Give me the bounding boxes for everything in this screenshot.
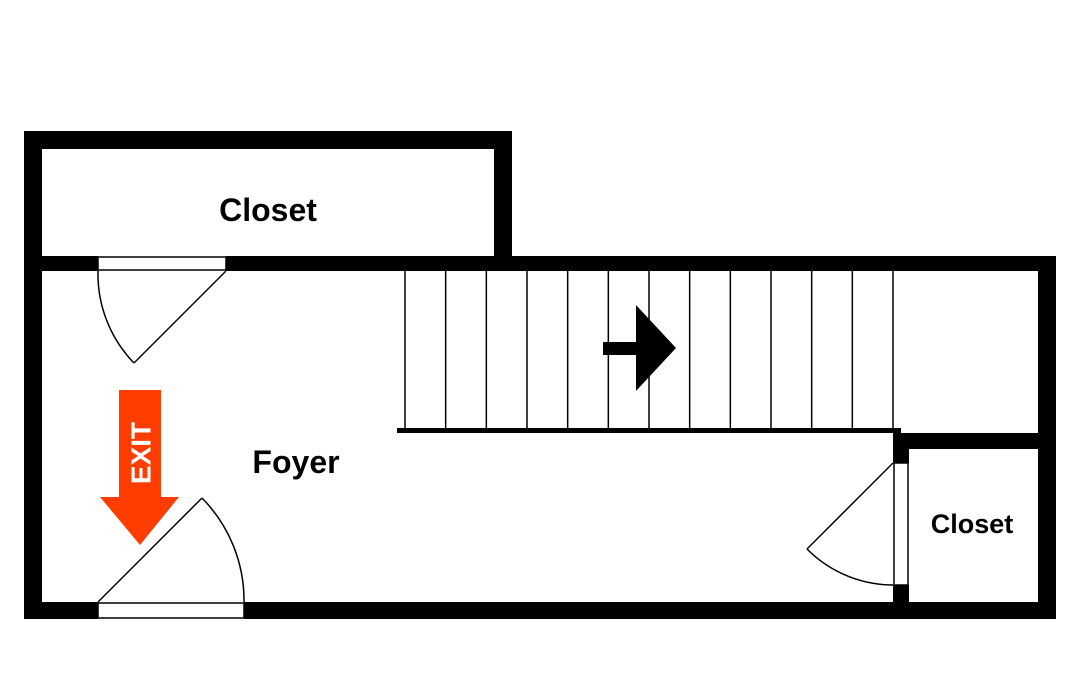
door-exit-arc <box>201 497 245 603</box>
exit-label: EXIT <box>126 422 157 484</box>
wall-right-closet-left-lower <box>893 585 909 619</box>
room-label-right-closet: Closet <box>931 509 1014 539</box>
stair-arrow-head <box>636 305 676 391</box>
door-top-closet-arc <box>97 270 135 364</box>
stair-arrow-shaft <box>603 342 639 355</box>
door-frame-top-closet <box>97 256 227 271</box>
door-top-closet-leaf <box>133 270 227 364</box>
walls <box>24 131 1056 619</box>
door-right-closet-arc <box>806 548 894 586</box>
stair-treads <box>404 271 894 430</box>
wall-right-closet-left-upper <box>893 433 909 463</box>
room-label-top-closet: Closet <box>219 192 317 228</box>
wall-right-closet-top <box>893 433 1056 449</box>
wall-left <box>24 131 42 619</box>
door-frames <box>97 256 909 619</box>
door-frame-right-closet <box>893 462 909 586</box>
exit-arrow-icon <box>100 390 179 545</box>
exit-sign: EXIT <box>100 390 179 545</box>
door-right-closet-leaf <box>806 462 894 550</box>
stair-direction-arrow <box>603 305 676 391</box>
stairs <box>397 271 901 433</box>
wall-top-closet-top <box>24 131 512 149</box>
wall-closet-divider-left <box>24 256 98 271</box>
wall-bottom-right <box>244 602 1056 619</box>
door-exit-leaf <box>97 497 203 603</box>
wall-bottom-left <box>24 602 98 619</box>
door-swings <box>97 270 894 603</box>
door-frame-exit <box>97 602 245 619</box>
stair-base-line <box>397 428 901 433</box>
wall-top-closet-right <box>494 131 512 271</box>
room-label-foyer: Foyer <box>252 444 339 480</box>
wall-closet-divider-right <box>226 256 1056 271</box>
